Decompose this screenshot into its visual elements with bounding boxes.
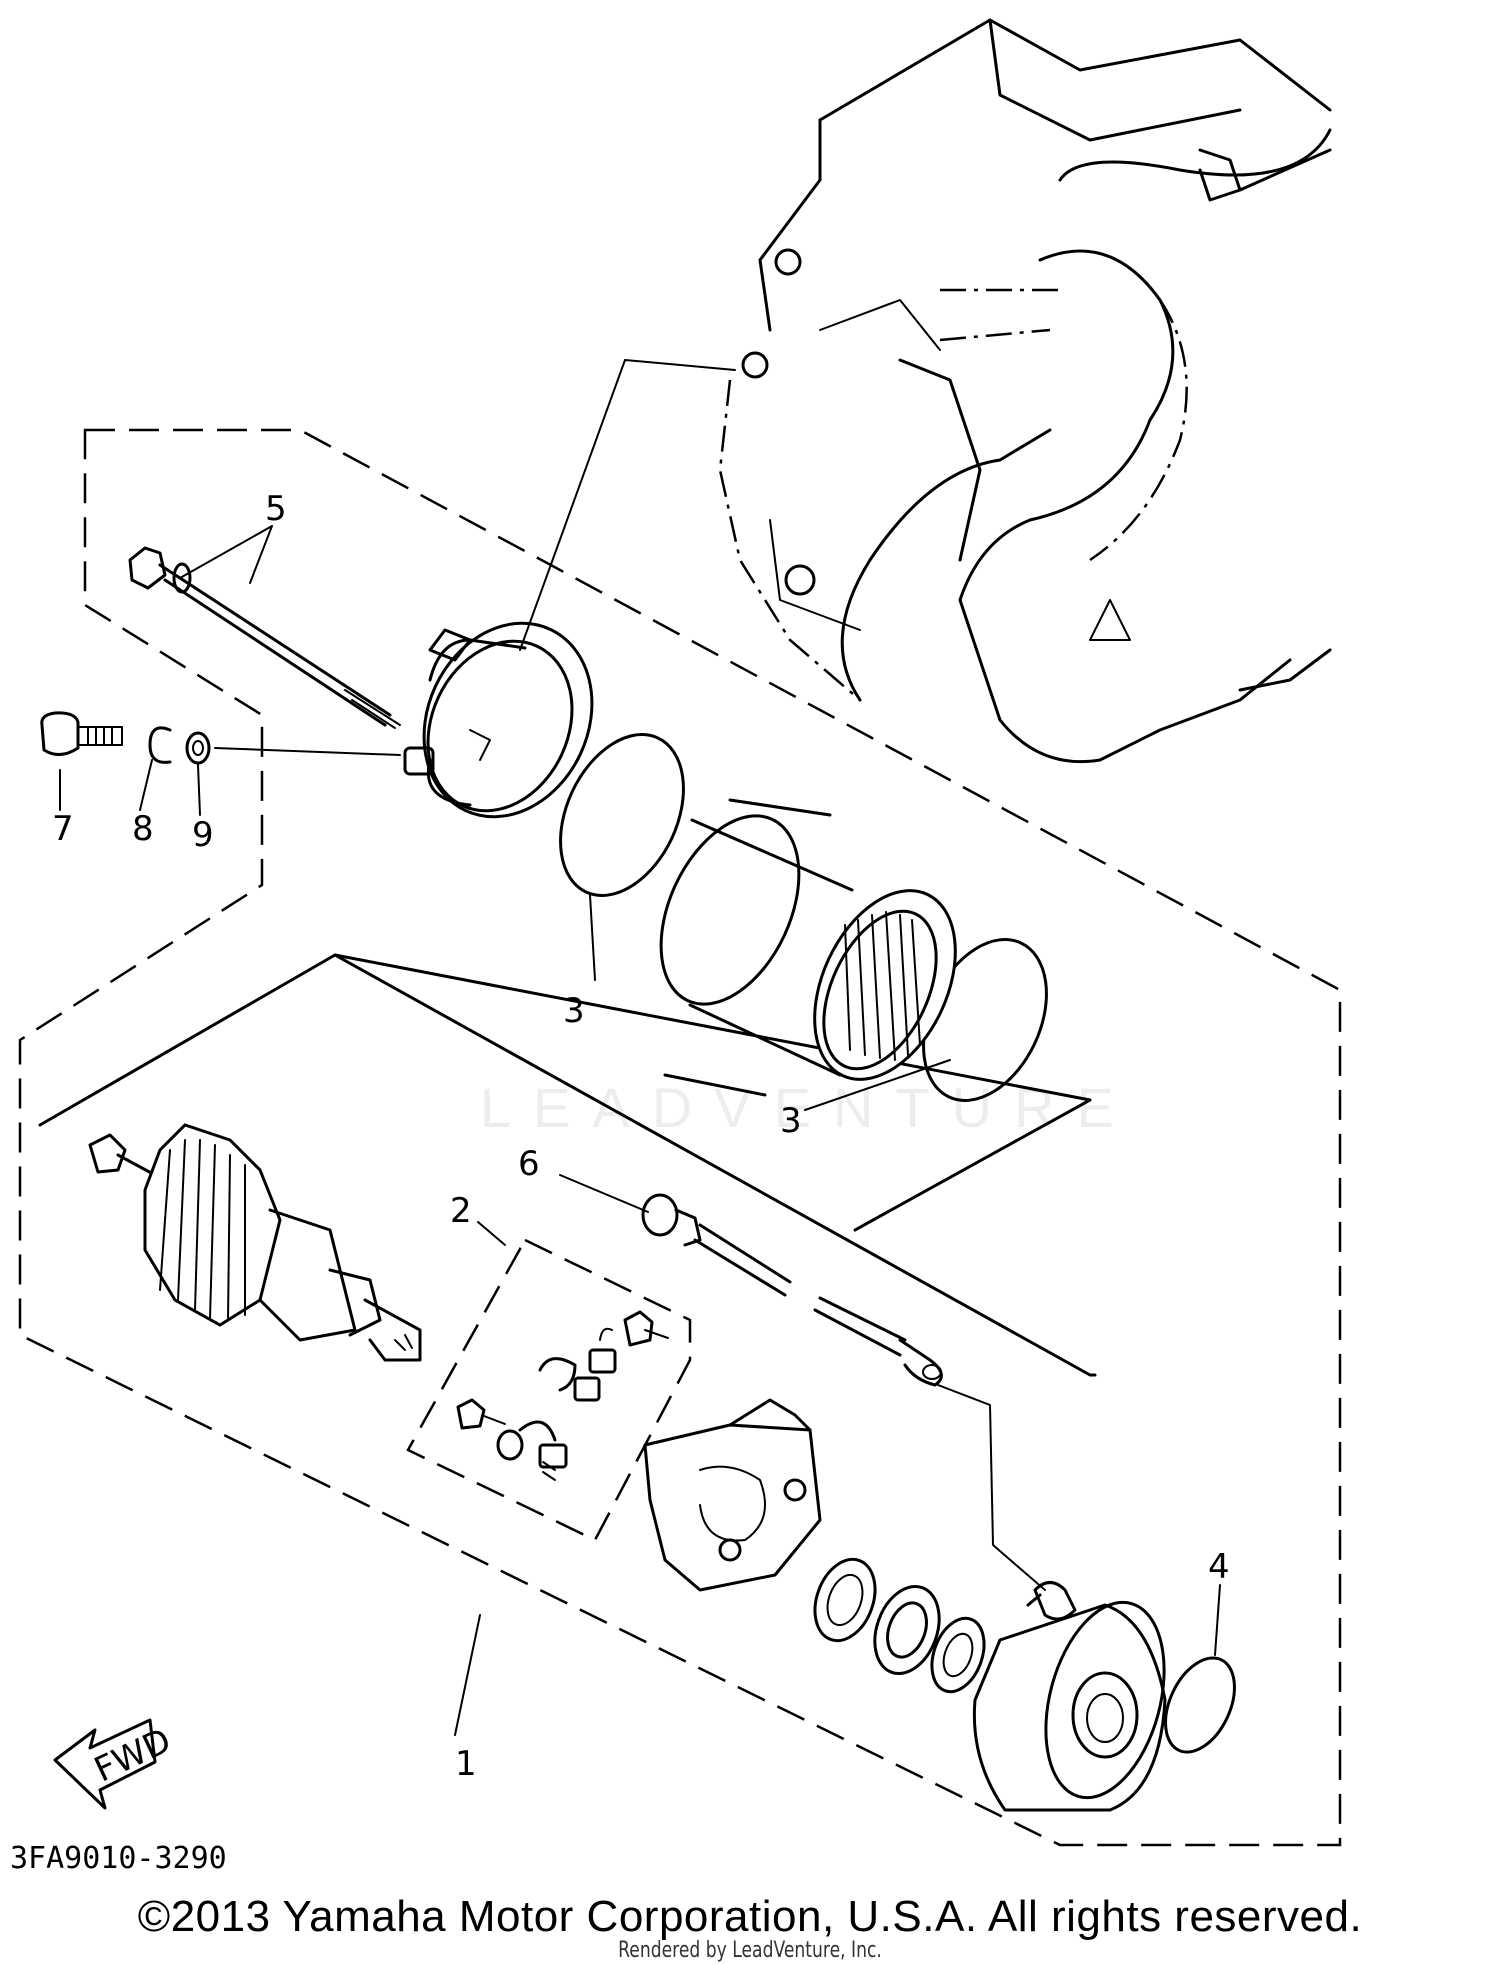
callout-2: 2 [450,1191,472,1231]
rear-cover [972,1581,1167,1812]
callout-8: 8 [132,809,154,849]
bolt-7 [40,711,123,756]
callout-7: 7 [52,809,74,849]
fwd-label: FWD [88,1721,177,1791]
callout-6: 6 [518,1144,540,1184]
bearing-washers [813,1557,986,1694]
front-cover [403,621,594,819]
watermark: LEADVENTURE [480,1076,1136,1139]
callout-9: 9 [192,815,214,855]
yoke-housing [659,798,957,1097]
engine-case-outline [718,18,1332,764]
brush-holder-plate [643,1398,822,1592]
callout-3-lower: 3 [780,1101,802,1141]
motor-assembly-boundary [38,953,1097,1377]
callout-3-upper: 3 [563,991,585,1031]
fwd-arrow-icon: FWD [53,1718,177,1810]
circlip-8 [148,726,172,764]
rendered-by-text: Rendered by LeadVenture, Inc. [618,1938,882,1963]
o-ring-4 [1164,1656,1236,1754]
copyright-text: ©2013 Yamaha Motor Corporation, U.S.A. A… [137,1892,1363,1941]
callout-1: 1 [455,1744,477,1784]
o-ring-3-upper [559,733,685,897]
armature [88,1123,422,1362]
brush-kit-boundary [406,1238,692,1542]
drawing-code: 3FA9010-3290 [10,1841,227,1876]
callout-5: 5 [265,489,287,529]
callout-4: 4 [1208,1547,1230,1587]
assembly-boundary-outer [18,428,1342,1847]
lead-wire-6 [641,1193,943,1387]
brush-kit-parts [456,1310,669,1481]
leader-lines [59,359,1221,1736]
through-bolt [128,546,401,729]
washer-9 [185,731,211,765]
